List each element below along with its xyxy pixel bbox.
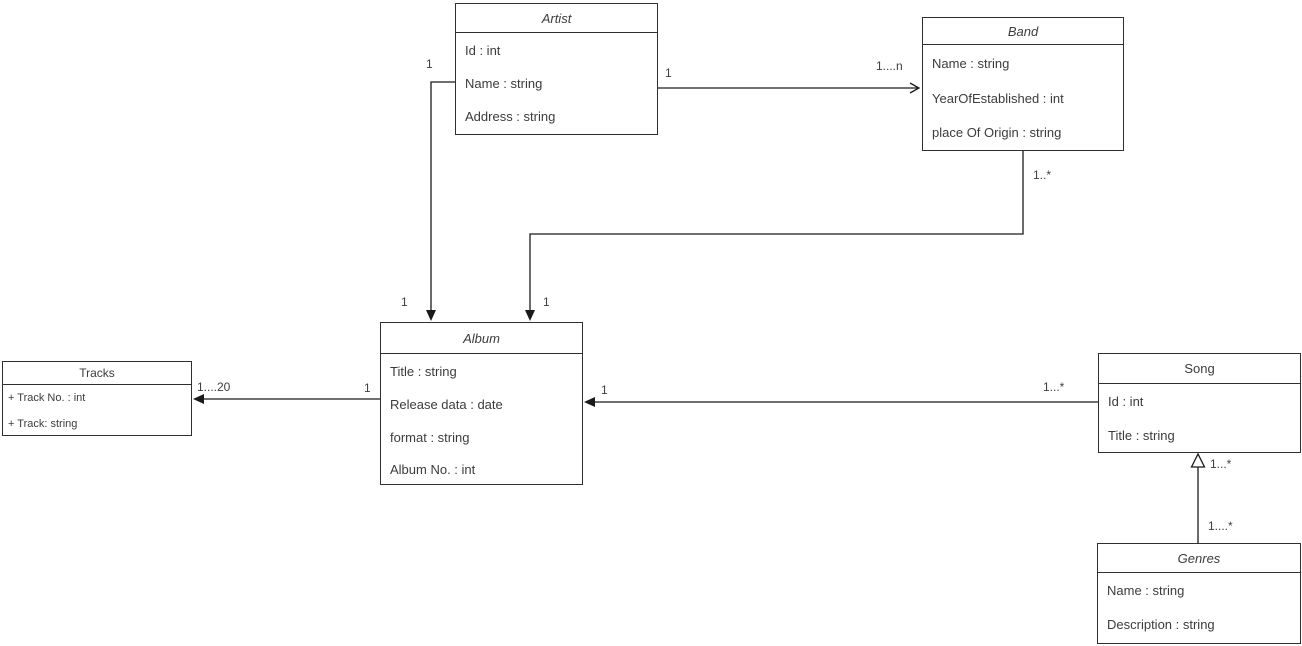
class-attrs-song: Id : int Title : string	[1099, 384, 1300, 452]
multiplicity-song-album-source: 1...*	[1043, 380, 1065, 394]
multiplicity-genres-song-target: 1...*	[1210, 457, 1232, 471]
class-box-band: Band Name : string YearOfEstablished : i…	[922, 17, 1124, 151]
class-attrs-album: Title : string Release data : date forma…	[381, 354, 582, 485]
multiplicity-artist-band-target: 1....n	[876, 59, 903, 73]
class-attrs-genres: Name : string Description : string	[1098, 573, 1300, 641]
multiplicity-artist-album-source: 1	[426, 57, 433, 71]
class-title-band: Band	[923, 18, 1123, 45]
attr-row: Id : int	[465, 42, 501, 58]
class-box-genres: Genres Name : string Description : strin…	[1097, 543, 1301, 644]
solid-arrowhead-tracks	[193, 394, 204, 404]
solid-arrowhead-album-left	[426, 310, 436, 321]
attr-row: format : string	[390, 429, 470, 445]
attr-row: + Track: string	[8, 418, 78, 430]
multiplicity-album-tracks-target: 1....20	[197, 380, 231, 394]
attr-row: Title : string	[390, 363, 457, 379]
attr-row: Description : string	[1107, 617, 1215, 632]
hollow-triangle-arrowhead-song	[1190, 452, 1206, 468]
multiplicity-band-album-source: 1..*	[1033, 168, 1052, 182]
attr-row: Name : string	[932, 55, 1010, 71]
attr-row: Title : string	[1108, 428, 1175, 443]
class-box-tracks: Tracks + Track No. : int + Track: string	[2, 361, 192, 436]
solid-arrowhead-album-right	[525, 310, 535, 321]
attr-row: Name : string	[465, 76, 543, 91]
connector-band-album	[529, 151, 1024, 311]
attr-row: YearOfEstablished : int	[932, 90, 1064, 106]
multiplicity-song-album-target: 1	[601, 383, 608, 397]
class-attrs-artist: Id : int Name : string Address : string	[456, 33, 657, 133]
class-box-song: Song Id : int Title : string	[1098, 353, 1301, 453]
multiplicity-album-tracks-source: 1	[364, 381, 371, 395]
class-title-genres: Genres	[1098, 544, 1300, 573]
class-title-tracks: Tracks	[3, 362, 191, 385]
class-title-song: Song	[1099, 354, 1300, 384]
multiplicity-artist-band-source: 1	[665, 66, 672, 80]
class-box-artist: Artist Id : int Name : string Address : …	[455, 3, 658, 135]
attr-row: place Of Origin : string	[932, 124, 1062, 140]
attr-row: Album No. : int	[390, 461, 476, 477]
solid-arrowhead-album-east	[584, 397, 595, 407]
multiplicity-artist-album-target: 1	[401, 295, 408, 309]
class-box-album: Album Title : string Release data : date…	[380, 322, 583, 485]
class-attrs-band: Name : string YearOfEstablished : int pl…	[923, 45, 1123, 149]
connector-artist-album	[430, 81, 455, 311]
class-title-artist: Artist	[456, 4, 657, 33]
open-arrowhead-band	[909, 82, 921, 94]
attr-row: Id : int	[1108, 394, 1144, 409]
class-title-album: Album	[381, 323, 582, 354]
multiplicity-genres-song-source: 1....*	[1208, 519, 1233, 533]
attr-row: Name : string	[1107, 583, 1185, 598]
attr-row: Address : string	[465, 109, 556, 124]
multiplicity-band-album-target: 1	[543, 295, 550, 309]
attr-row: + Track No. : int	[8, 392, 86, 404]
attr-row: Release data : date	[390, 397, 503, 412]
class-attrs-tracks: + Track No. : int + Track: string	[3, 385, 191, 437]
